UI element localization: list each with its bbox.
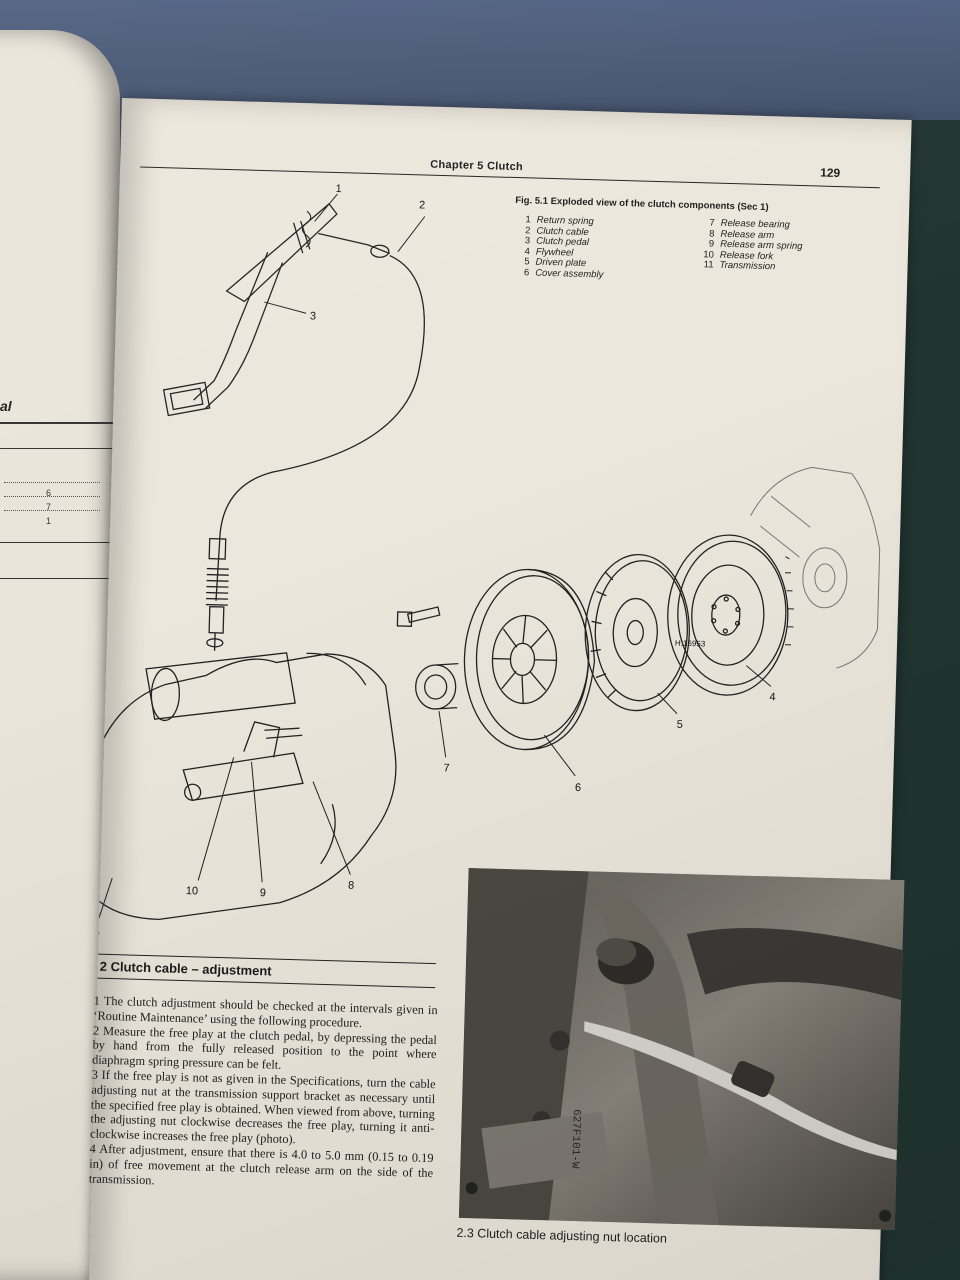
facing-page-rule <box>0 542 150 543</box>
photo-image: 627F101-W <box>458 867 905 1231</box>
drawing-reference: H.16953 <box>675 639 706 649</box>
callout-number: 10 <box>186 885 199 897</box>
release-bearing-drawing <box>396 606 459 710</box>
callout-number: 7 <box>443 762 449 774</box>
page-number: 129 <box>819 165 841 181</box>
facing-page-rule <box>0 422 150 424</box>
callout-number: 9 <box>260 887 266 899</box>
facing-page-number: 6 <box>46 488 52 498</box>
section-body: 1 The clutch adjustment should be checke… <box>89 994 438 1196</box>
flywheel-drawing <box>667 534 795 696</box>
clutch-exploded-diagram: 1 2 3 4 5 6 7 8 9 10 11 H.16953 <box>98 183 881 937</box>
cover-assembly-drawing <box>463 568 596 751</box>
callout-number: 1 <box>335 183 341 195</box>
manual-page: Chapter 5 Clutch 129 Fig. 5.1 Exploded v… <box>87 98 912 1280</box>
facing-page-leader <box>4 482 100 483</box>
facing-page-fragment: al <box>0 398 12 414</box>
photo-stamp-text: 627F101-W <box>568 1109 582 1169</box>
photo-caption: 2.3 Clutch cable adjusting nut location <box>456 1225 668 1246</box>
clutch-cable-drawing <box>205 232 425 651</box>
adjusting-nut-photo: 627F101-W <box>458 867 905 1231</box>
callout-number: 11 <box>99 924 101 936</box>
driven-plate-drawing <box>584 553 690 712</box>
facing-page-leader <box>4 510 100 511</box>
paragraph: 3 If the free play is not as given in th… <box>89 1067 436 1147</box>
facing-page-rule <box>0 448 150 449</box>
callout-number: 3 <box>310 310 316 322</box>
chapter-title: Chapter 5 Clutch <box>430 158 524 174</box>
transmission-drawing <box>98 652 397 921</box>
callout-number: 5 <box>677 719 683 731</box>
callout-number: 8 <box>348 880 354 892</box>
callout-number: 4 <box>769 691 775 703</box>
section-heading: 2 Clutch cable – adjustment <box>97 953 436 989</box>
facing-page-number: 1 <box>46 516 52 526</box>
callout-leaders <box>98 193 772 918</box>
clutch-pedal-drawing <box>162 202 338 417</box>
paragraph: 4 After adjustment, ensure that there is… <box>88 1141 434 1187</box>
facing-page-rule <box>0 578 150 579</box>
callout-number: 2 <box>419 199 425 211</box>
facing-page-number: 7 <box>46 502 52 512</box>
engine-block-outline <box>750 466 881 669</box>
callout-number: 6 <box>575 782 581 794</box>
facing-page-leader <box>4 496 100 497</box>
